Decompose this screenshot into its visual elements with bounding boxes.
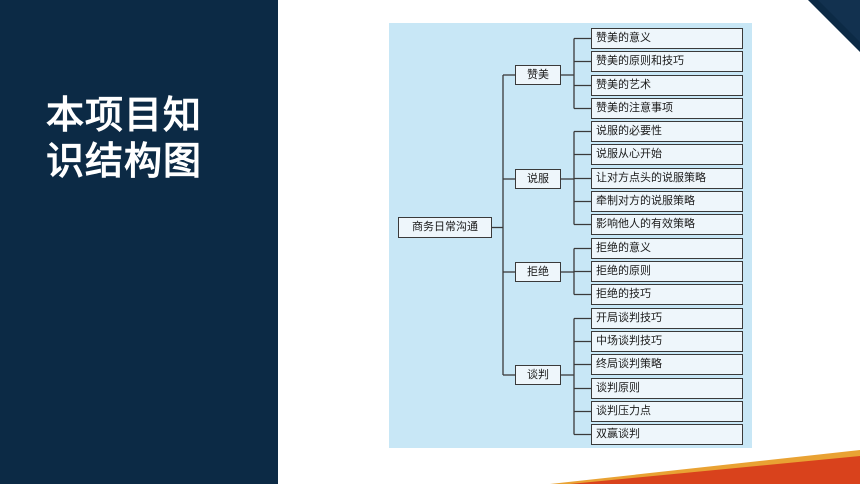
leaf-persuade-5: 影响他人的有效策略 xyxy=(591,214,743,235)
branch-node-praise: 赞美 xyxy=(515,65,561,85)
leaf-persuade-2: 说服从心开始 xyxy=(591,144,743,165)
leaf-negotiate-3: 终局谈判策略 xyxy=(591,354,743,375)
leaf-refuse-2: 拒绝的原则 xyxy=(591,261,743,282)
leaf-praise-2: 赞美的原则和技巧 xyxy=(591,51,743,72)
leaf-persuade-4: 牵制对方的说服策略 xyxy=(591,191,743,212)
slide-title-line-2: 识结构图 xyxy=(46,139,203,183)
root-node: 商务日常沟通 xyxy=(398,217,492,238)
leaf-refuse-3: 拒绝的技巧 xyxy=(591,284,743,305)
slide-title: 本项目知 识结构图 xyxy=(46,92,266,184)
leaf-persuade-1: 说服的必要性 xyxy=(591,121,743,142)
leaf-negotiate-5: 谈判压力点 xyxy=(591,401,743,422)
diagram-connectors xyxy=(492,37,591,436)
leaf-praise-4: 赞美的注意事项 xyxy=(591,98,743,119)
corner-decoration-top-right xyxy=(808,0,860,52)
leaf-negotiate-1: 开局谈判技巧 xyxy=(591,308,743,329)
leaf-negotiate-4: 谈判原则 xyxy=(591,378,743,399)
leaf-persuade-3: 让对方点头的说服策略 xyxy=(591,168,743,189)
knowledge-structure-diagram: 商务日常沟通 赞美 说服 拒绝 谈判 赞美的意义 赞美的原则和技巧 赞美的艺术 … xyxy=(389,23,752,448)
corner-decoration-bottom-right xyxy=(550,450,860,484)
branch-node-persuade: 说服 xyxy=(515,169,561,189)
leaf-negotiate-6: 双赢谈判 xyxy=(591,424,743,445)
leaf-negotiate-2: 中场谈判技巧 xyxy=(591,331,743,352)
slide-title-line-1: 本项目知 xyxy=(46,93,203,137)
leaf-praise-1: 赞美的意义 xyxy=(591,28,743,49)
sidebar-panel: 本项目知 识结构图 xyxy=(0,0,278,484)
branch-node-refuse: 拒绝 xyxy=(515,262,561,282)
leaf-refuse-1: 拒绝的意义 xyxy=(591,238,743,259)
branch-node-negotiate: 谈判 xyxy=(515,365,561,385)
leaf-praise-3: 赞美的艺术 xyxy=(591,75,743,96)
